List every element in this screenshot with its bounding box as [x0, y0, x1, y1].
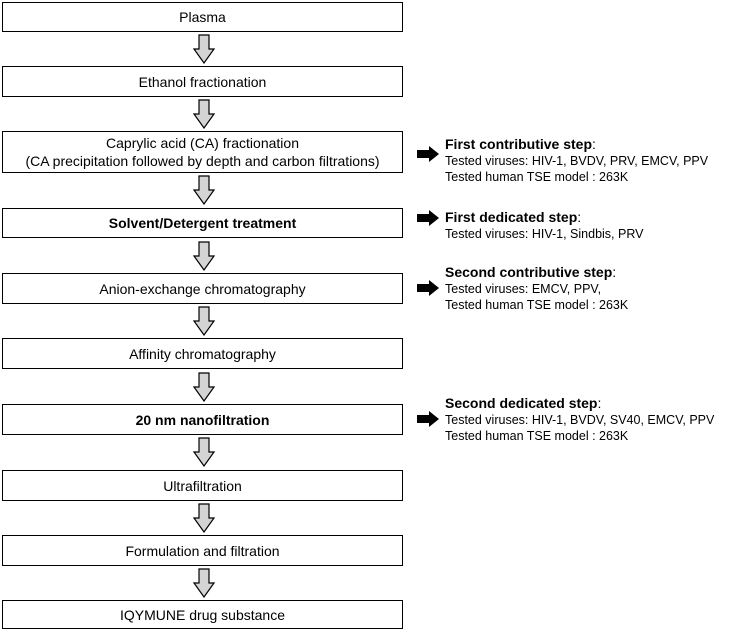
- right-arrow-icon: [417, 411, 439, 427]
- note-title: Second dedicated step: [445, 395, 598, 411]
- right-arrow-icon: [417, 280, 439, 296]
- note-line: Tested viruses: HIV-1, BVDV, SV40, EMCV,…: [445, 413, 715, 427]
- note-second-contributive-step: Second contributive step: Tested viruses…: [445, 263, 628, 313]
- note-line: Tested human TSE model : 263K: [445, 170, 629, 184]
- step-sublabel: (CA precipitation followed by depth and …: [25, 153, 380, 169]
- note-colon: :: [592, 136, 596, 152]
- step-anion-exchange: Anion-exchange chromatography: [2, 273, 403, 304]
- note-first-contributive-step: First contributive step: Tested viruses:…: [445, 135, 708, 185]
- down-arrow-icon: [193, 175, 215, 205]
- note-line: Tested human TSE model : 263K: [445, 298, 629, 312]
- down-arrow-icon: [193, 241, 215, 271]
- step-iqymune-drug-substance: IQYMUNE drug substance: [2, 600, 403, 629]
- step-caprylic-acid-fractionation: Caprylic acid (CA) fractionation (CA pre…: [2, 131, 403, 173]
- step-ethanol-fractionation: Ethanol fractionation: [2, 66, 403, 97]
- note-title: Second contributive step: [445, 264, 613, 280]
- right-arrow-icon: [417, 210, 439, 226]
- note-line: Tested viruses: EMCV, PPV,: [445, 282, 602, 296]
- step-label: Solvent/Detergent treatment: [108, 215, 297, 231]
- note-title: First dedicated step: [445, 209, 578, 225]
- down-arrow-icon: [193, 372, 215, 402]
- note-second-dedicated-step: Second dedicated step: Tested viruses: H…: [445, 394, 714, 444]
- down-arrow-icon: [193, 437, 215, 467]
- step-label: IQYMUNE drug substance: [120, 606, 285, 623]
- step-label: Caprylic acid (CA) fractionation: [106, 135, 299, 151]
- note-colon: :: [612, 264, 617, 280]
- note-line: Tested viruses: HIV-1, BVDV, PRV, EMCV, …: [445, 154, 709, 168]
- right-arrow-icon: [417, 146, 439, 162]
- step-label: Anion-exchange chromatography: [99, 280, 306, 297]
- note-line: Tested human TSE model : 263K: [445, 429, 629, 443]
- step-solvent-detergent: Solvent/Detergent treatment: [2, 208, 403, 238]
- down-arrow-icon: [193, 306, 215, 336]
- down-arrow-icon: [193, 503, 215, 533]
- step-ultrafiltration: Ultrafiltration: [2, 470, 403, 501]
- note-first-dedicated-step: First dedicated step: Tested viruses: HI…: [445, 208, 643, 242]
- down-arrow-icon: [193, 568, 215, 598]
- step-affinity-chromatography: Affinity chromatography: [2, 338, 403, 369]
- step-formulation-filtration: Formulation and filtration: [2, 535, 403, 566]
- step-label: Ultrafiltration: [163, 477, 242, 494]
- down-arrow-icon: [193, 99, 215, 129]
- step-plasma: Plasma: [2, 2, 403, 32]
- step-label: Ethanol fractionation: [138, 73, 267, 90]
- step-label: Plasma: [179, 9, 226, 25]
- down-arrow-icon: [193, 34, 215, 64]
- note-line: Tested viruses: HIV-1, Sindbis, PRV: [445, 227, 644, 241]
- step-nanofiltration: 20 nm nanofiltration: [2, 404, 403, 435]
- note-colon: :: [577, 209, 582, 225]
- step-label: Affinity chromatography: [129, 345, 276, 362]
- note-title: First contributive step: [445, 136, 593, 152]
- step-label: 20 nm nanofiltration: [135, 411, 270, 428]
- note-colon: :: [597, 395, 602, 411]
- step-label: Formulation and filtration: [125, 542, 280, 559]
